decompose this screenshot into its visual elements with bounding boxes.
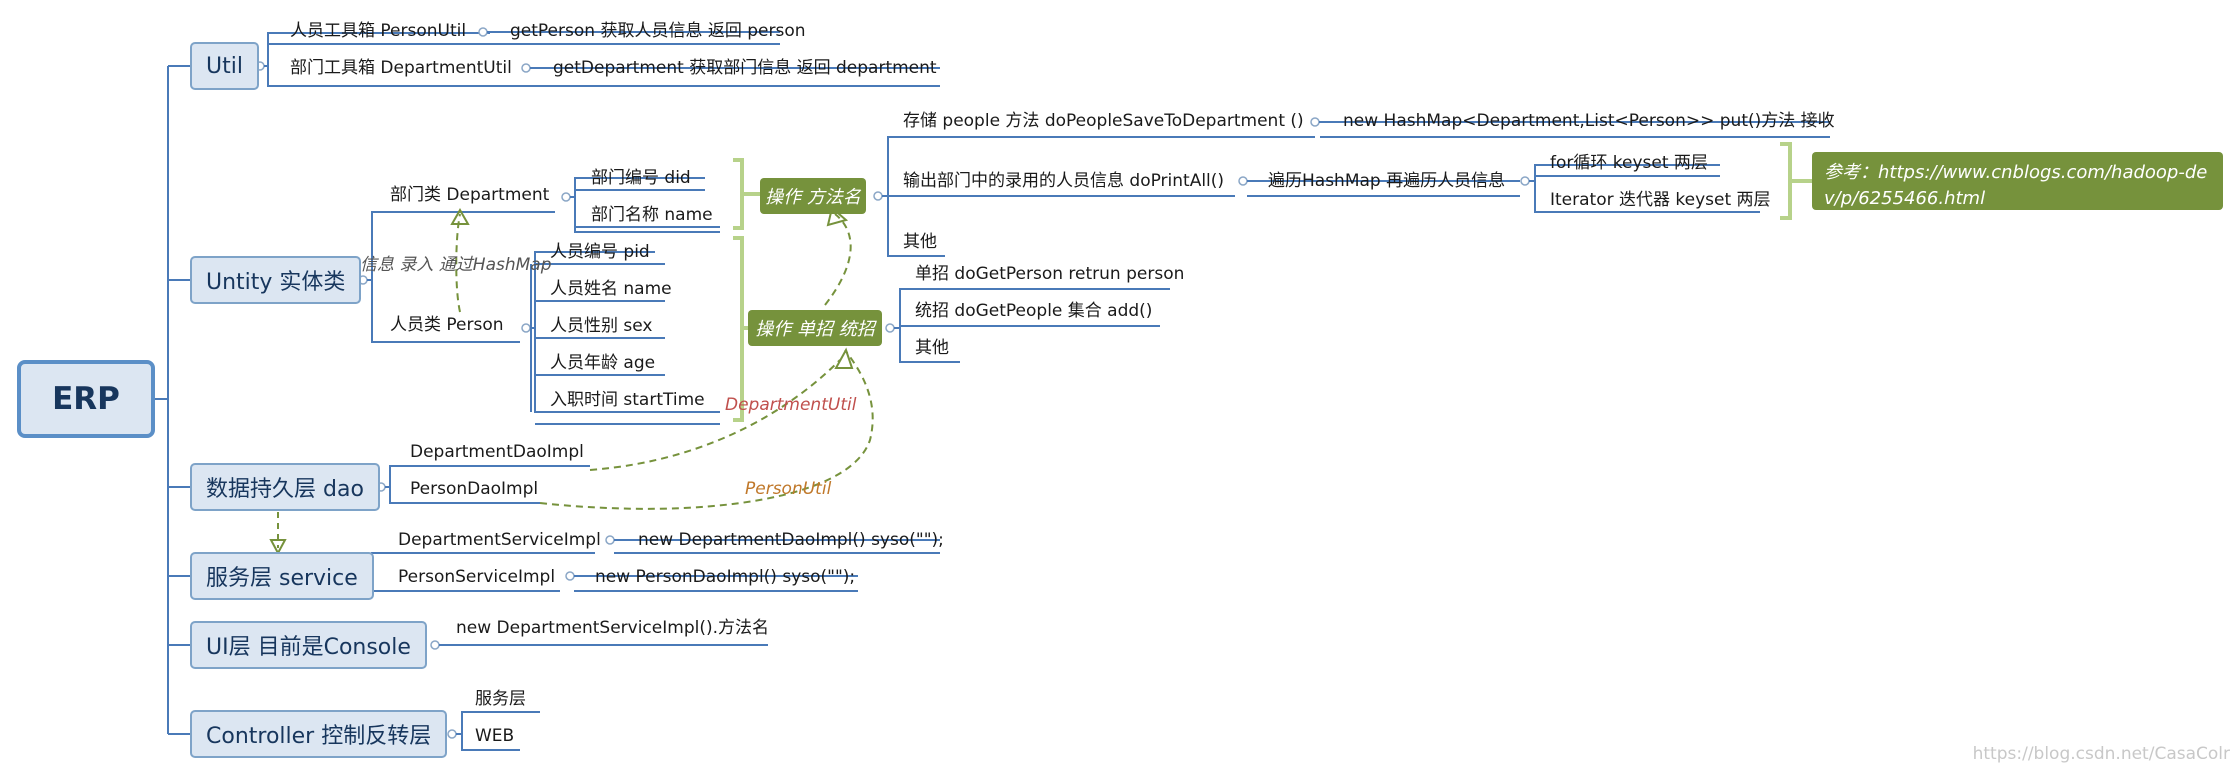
bracket-loops (1780, 142, 1812, 220)
dao-person-impl[interactable]: PersonDaoImpl (410, 479, 539, 499)
collapse-toggle (1520, 176, 1530, 186)
connector (570, 177, 720, 233)
trunk-line (155, 398, 169, 734)
person-util-link (539, 349, 874, 510)
util-person-util[interactable]: 人员工具箱 PersonUtil (290, 21, 467, 41)
reference-note[interactable]: 参考：https://www.cnblogs.com/hadoop-dev/p/… (1812, 152, 2223, 210)
tag-ops-method[interactable]: 操作 方法名 (760, 178, 866, 214)
ops-single[interactable]: 单招 doGetPerson retrun person (915, 264, 1185, 284)
ops-traverse[interactable]: 遍历HashMap 再遍历人员信息 (1268, 171, 1506, 191)
collapse-toggle (430, 640, 440, 650)
watermark: https://blog.csdn.net/CasaColr (1972, 744, 2230, 764)
bracket-dept (733, 158, 760, 230)
person-field-age[interactable]: 人员年龄 age (550, 353, 656, 373)
dao-department-impl[interactable]: DepartmentDaoImpl (410, 442, 584, 462)
loop-iterator-keyset[interactable]: Iterator 迭代器 keyset 两层 (1550, 190, 1771, 210)
collapse-toggle (873, 191, 883, 201)
bracket-person (733, 236, 748, 422)
root-node-erp[interactable]: ERP (17, 360, 155, 438)
person-field-pid[interactable]: 人员编号 pid (550, 242, 650, 262)
arrow-head (450, 207, 470, 225)
collapse-toggle (521, 63, 531, 73)
service-person-detail[interactable]: new PersonDaoImpl() syso(""); (595, 567, 856, 587)
service-department-detail[interactable]: new DepartmentDaoImpl() syso(""); (638, 530, 944, 550)
branch-util[interactable]: Util (190, 42, 259, 90)
dept-field-did[interactable]: 部门编号 did (591, 168, 691, 188)
collapse-toggle (521, 323, 531, 333)
service-person-impl[interactable]: PersonServiceImpl (398, 567, 556, 587)
hashmap-link (455, 213, 461, 313)
branch-service[interactable]: 服务层 service (190, 552, 374, 600)
tag-ops-single[interactable]: 操作 单招 统招 (748, 310, 882, 346)
collapse-toggle (561, 192, 571, 202)
person-field-starttime[interactable]: 入职时间 startTime (550, 390, 705, 410)
arrow-head (269, 539, 287, 556)
collapse-toggle (447, 729, 457, 739)
ops-link (824, 213, 852, 306)
hashmap-annotation: 信息 录入 通过HashMap (360, 255, 552, 275)
collapse-toggle (565, 571, 575, 581)
controller-web[interactable]: WEB (475, 726, 515, 746)
branch-entity[interactable]: Untity 实体类 (190, 256, 362, 304)
person-field-sex[interactable]: 人员性别 sex (550, 316, 653, 336)
arrow-head (834, 347, 854, 369)
service-department-impl[interactable]: DepartmentServiceImpl (398, 530, 601, 550)
ops-save[interactable]: 存储 people 方法 doPeopleSaveToDepartment () (903, 111, 1304, 131)
connector (530, 251, 720, 413)
entity-person-class[interactable]: 人员类 Person (390, 315, 504, 335)
util-get-department[interactable]: getDepartment 获取部门信息 返回 department (553, 58, 937, 78)
controller-service-layer[interactable]: 服务层 (475, 689, 526, 709)
util-department-util[interactable]: 部门工具箱 DepartmentUtil (290, 58, 512, 78)
branch-ui[interactable]: UI层 目前是Console (190, 621, 427, 669)
collapse-toggle (885, 323, 895, 333)
ops-print[interactable]: 输出部门中的录用的人员信息 doPrintAll() (903, 171, 1225, 191)
ops-all[interactable]: 统招 doGetPeople 集合 add() (915, 301, 1153, 321)
loop-for-keyset[interactable]: for循环 keyset 两层 (1550, 153, 1708, 173)
link-label-person-util: PersonUtil (745, 479, 832, 499)
arrow-head (826, 206, 849, 227)
branch-controller[interactable]: Controller 控制反转层 (190, 710, 448, 758)
collapse-toggle (1310, 117, 1320, 127)
collapse-toggle (478, 27, 488, 37)
ui-detail[interactable]: new DepartmentServiceImpl().方法名 (456, 618, 769, 638)
ops-single-other[interactable]: 其他 (915, 338, 949, 358)
link-label-department-util: DepartmentUtil (725, 395, 857, 415)
ops-method-other[interactable]: 其他 (903, 232, 937, 252)
collapse-toggle (1238, 176, 1248, 186)
branch-dao[interactable]: 数据持久层 dao (190, 463, 380, 511)
dept-field-name[interactable]: 部门名称 name (591, 205, 713, 225)
util-get-person[interactable]: getPerson 获取人员信息 返回 person (510, 21, 806, 41)
entity-department-class[interactable]: 部门类 Department (390, 185, 550, 205)
collapse-toggle (605, 535, 615, 545)
ops-save-detail[interactable]: new HashMap<Department,List<Person>> put… (1343, 111, 1835, 131)
person-field-name[interactable]: 人员姓名 name (550, 279, 672, 299)
department-util-link (589, 359, 841, 471)
